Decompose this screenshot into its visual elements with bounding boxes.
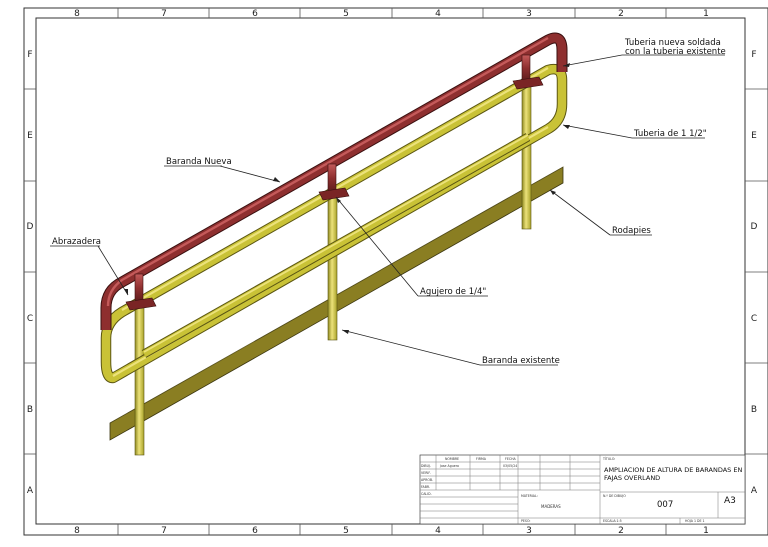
zone-col-top-3: 3 [526, 9, 532, 19]
callout-pipe-size: Tuberia de 1 1/2" [633, 129, 707, 139]
tb-row-approved: APROB. [421, 478, 433, 482]
new-post-left [134, 273, 144, 303]
zone-row-right-F: F [751, 50, 756, 60]
zone-col-top-5: 5 [343, 9, 349, 19]
tb-title-label: TÍTULO: [602, 456, 615, 461]
zone-col-bottom-6: 6 [252, 526, 258, 536]
tb-material-value: MADERAS [541, 504, 561, 509]
title-block: NOMBRE FIRMA FECHA DIBUJ. VERIF. APROB. … [419, 454, 746, 525]
clamp-middle [318, 187, 350, 201]
tb-row-checked: VERIF. [421, 471, 431, 475]
tb-drawn-by: Jose Aguero [439, 464, 459, 468]
tb-header-date: FECHA [505, 457, 516, 461]
zone-col-bottom-8: 8 [74, 526, 80, 536]
zone-ticks [24, 8, 768, 535]
post-right [521, 78, 532, 230]
callout-clamp: Abrazadera [52, 237, 101, 247]
new-post-right [521, 54, 531, 82]
new-rail-highlight [106, 36, 549, 307]
tb-scale-label: ESCALA:1:5 [603, 519, 622, 523]
zone-row-right-D: D [751, 222, 758, 232]
new-post-middle [327, 163, 337, 193]
zone-col-top-4: 4 [435, 9, 441, 19]
tb-size: A3 [724, 496, 736, 506]
tb-weight-label: PESO: [521, 519, 531, 523]
zone-col-top-1: 1 [703, 9, 709, 19]
existing-rail [101, 64, 567, 383]
tb-row-manufacturing: FABR. [421, 485, 430, 489]
tb-drawing-no-label: N.º DE DIBUJO [603, 494, 626, 498]
leader-lines [50, 54, 725, 366]
tb-material-label: MATERIAL: [521, 494, 538, 498]
callout-new-pipe-line2: con la tuberia existente [625, 47, 726, 57]
zone-col-bottom-1: 1 [703, 526, 709, 536]
outer-border [23, 7, 768, 536]
zone-row-right-B: B [751, 405, 757, 415]
zone-col-top-7: 7 [161, 9, 167, 19]
mid-rail-highlight [143, 134, 529, 353]
callout-new-railing: Baranda Nueva [166, 157, 232, 167]
callout-toe-board: Rodapies [612, 226, 651, 236]
tb-sheet-label: HOJA 1 DE 1 [685, 519, 705, 523]
tb-header-name: NOMBRE [445, 457, 459, 461]
toe-board-top [110, 166, 565, 423]
zone-row-right-C: C [751, 314, 757, 324]
mid-rail [142, 133, 530, 358]
tb-row-quality: CALID. [421, 492, 432, 496]
new-rail [101, 33, 567, 330]
zone-col-bottom-4: 4 [435, 526, 441, 536]
post-left [134, 299, 145, 456]
tb-title-line2: FAJAS OVERLAND [604, 474, 660, 482]
zone-row-left-D: D [27, 222, 34, 232]
zone-row-right-E: E [751, 131, 757, 141]
zone-col-top-6: 6 [252, 9, 258, 19]
clamp-left [125, 297, 157, 311]
tb-header-signature: FIRMA [476, 457, 487, 461]
tb-title-line1: AMPLIACION DE ALTURA DE BARANDAS EN [604, 466, 742, 474]
zone-row-left-F: F [27, 50, 32, 60]
zone-row-left-A: A [27, 486, 34, 496]
clamp-right [512, 76, 544, 90]
zone-col-top-8: 8 [74, 9, 80, 19]
tb-drawn-date: 03/05/24 [503, 464, 517, 468]
zone-row-left-C: C [27, 314, 33, 324]
callout-new-pipe-line1: Tuberia nueva soldada [624, 38, 721, 48]
post-middle [327, 188, 338, 341]
zone-col-bottom-2: 2 [618, 526, 624, 536]
zone-col-bottom-3: 3 [526, 526, 532, 536]
zone-row-left-E: E [27, 131, 33, 141]
railing-model [100, 32, 568, 456]
zone-col-bottom-5: 5 [343, 526, 349, 536]
callout-existing-railing: Baranda existente [482, 356, 560, 366]
callout-hole: Agujero de 1/4" [420, 287, 486, 297]
zone-row-left-B: B [27, 405, 33, 415]
tb-row-drawn: DIBUJ. [421, 464, 431, 468]
leader-arrowheads [124, 63, 570, 334]
zone-col-bottom-7: 7 [161, 526, 167, 536]
zone-col-top-2: 2 [618, 9, 624, 19]
inner-border [35, 17, 746, 525]
zone-row-right-A: A [751, 486, 758, 496]
tb-drawing-no: 007 [657, 500, 673, 510]
